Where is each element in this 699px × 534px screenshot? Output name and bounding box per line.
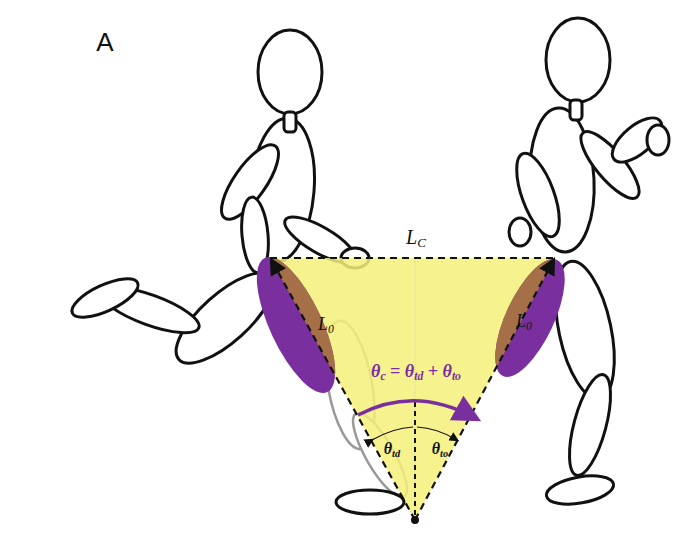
dimension-label: LC — [406, 227, 426, 249]
angle-label: θtd — [384, 441, 400, 459]
dimension-label: L0 — [516, 312, 532, 333]
dimension-label: L0 — [318, 315, 334, 336]
angle-equation: θc = θtd + θto — [371, 362, 461, 383]
angle-label: θto — [432, 441, 448, 459]
panel-letter: A — [96, 29, 113, 55]
